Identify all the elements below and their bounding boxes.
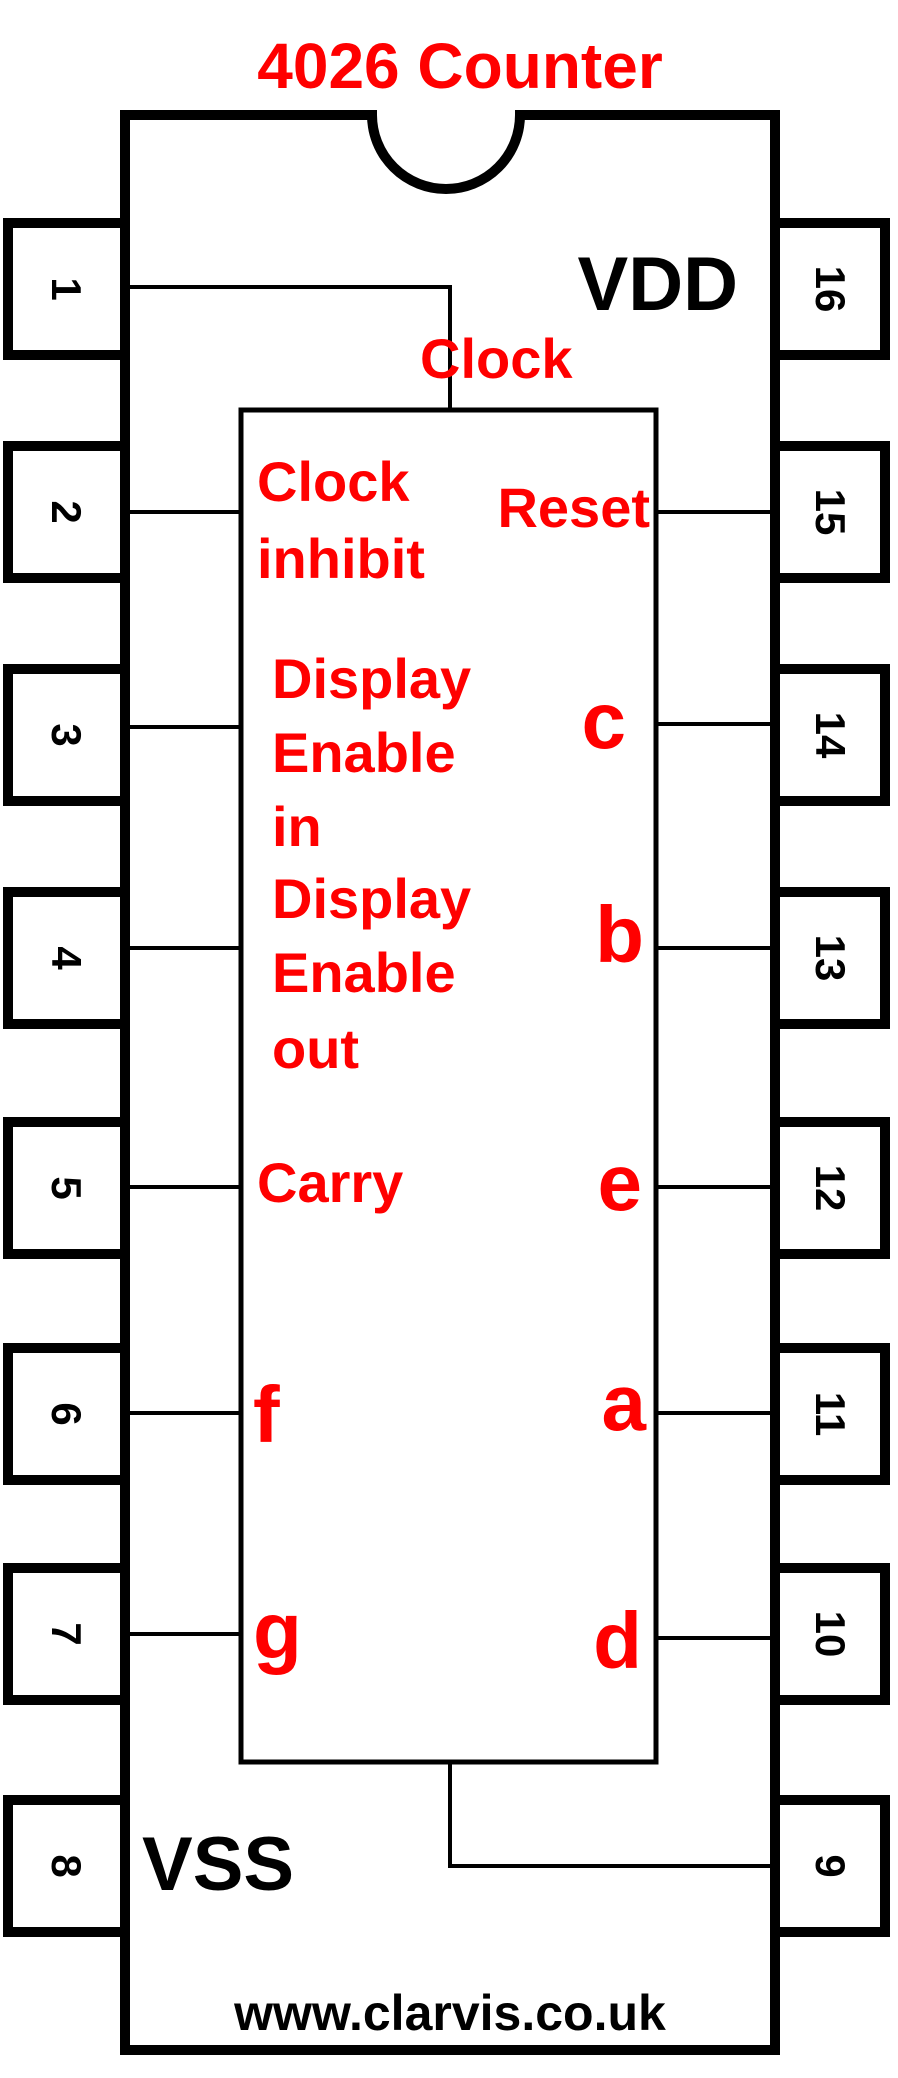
label-display-enable-in-line-3: in xyxy=(272,795,322,858)
pin-box-4 xyxy=(3,887,130,1029)
wire-pin-9 xyxy=(448,1762,775,1868)
label-clock-inhibit-line-1: Clock xyxy=(257,450,410,513)
pin-number-13: 13 xyxy=(807,935,854,982)
diagram-title: 4026 Counter xyxy=(257,30,662,102)
pin-number-12: 12 xyxy=(807,1165,854,1212)
pin-box-8 xyxy=(3,1795,130,1937)
pin-box-13 xyxy=(770,887,890,1029)
label-display-enable-in: Display Enable in xyxy=(272,647,487,858)
pin-box-16 xyxy=(770,218,890,360)
vss-label: VSS xyxy=(142,1822,294,1907)
pin-number-4: 4 xyxy=(43,946,90,970)
website-label: www.clarvis.co.uk xyxy=(233,1985,666,2041)
pin-number-1: 1 xyxy=(43,277,90,300)
pin-number-2: 2 xyxy=(43,500,90,523)
inner-function-block xyxy=(238,407,659,1765)
pin-number-14: 14 xyxy=(807,712,854,759)
label-display-enable-in-line-2: Enable xyxy=(272,721,456,784)
pin-number-3: 3 xyxy=(43,723,90,746)
wire-pin-1 xyxy=(125,285,452,410)
pin-box-14 xyxy=(770,664,890,806)
pin-number-6: 6 xyxy=(43,1402,90,1425)
ic-package-outline xyxy=(120,110,780,2055)
pin-number-7: 7 xyxy=(43,1622,90,1645)
vdd-label: VDD xyxy=(578,242,738,327)
pin-number-10: 10 xyxy=(807,1611,854,1658)
label-display-enable-out-line-3: out xyxy=(272,1017,359,1080)
label-display-enable-out: Display Enable out xyxy=(272,867,487,1080)
pin-number-16: 16 xyxy=(807,266,854,313)
label-f: f xyxy=(253,1370,280,1459)
label-clock-inhibit-line-2: inhibit xyxy=(257,527,425,590)
label-carry: Carry xyxy=(257,1151,403,1214)
label-d: d xyxy=(593,1596,642,1685)
pin-number-11: 11 xyxy=(807,1392,854,1436)
pin-box-10 xyxy=(770,1563,890,1705)
label-c: c xyxy=(582,676,627,765)
label-e: e xyxy=(598,1138,643,1227)
pin-box-3 xyxy=(3,664,130,806)
label-b: b xyxy=(595,890,644,979)
label-display-enable-in-line-1: Display xyxy=(272,647,471,710)
pin-number-9: 9 xyxy=(807,1854,854,1877)
pin-number-8: 8 xyxy=(43,1854,90,1877)
label-reset: Reset xyxy=(497,476,650,539)
pin-number-15: 15 xyxy=(807,489,854,536)
label-clock-inhibit: Clock inhibit xyxy=(257,450,425,590)
pin-number-5: 5 xyxy=(43,1176,90,1199)
label-g: g xyxy=(253,1586,302,1675)
label-display-enable-out-line-2: Enable xyxy=(272,941,456,1004)
label-a: a xyxy=(602,1358,647,1447)
label-clock: Clock xyxy=(420,327,573,390)
label-display-enable-out-line-1: Display xyxy=(272,867,471,930)
